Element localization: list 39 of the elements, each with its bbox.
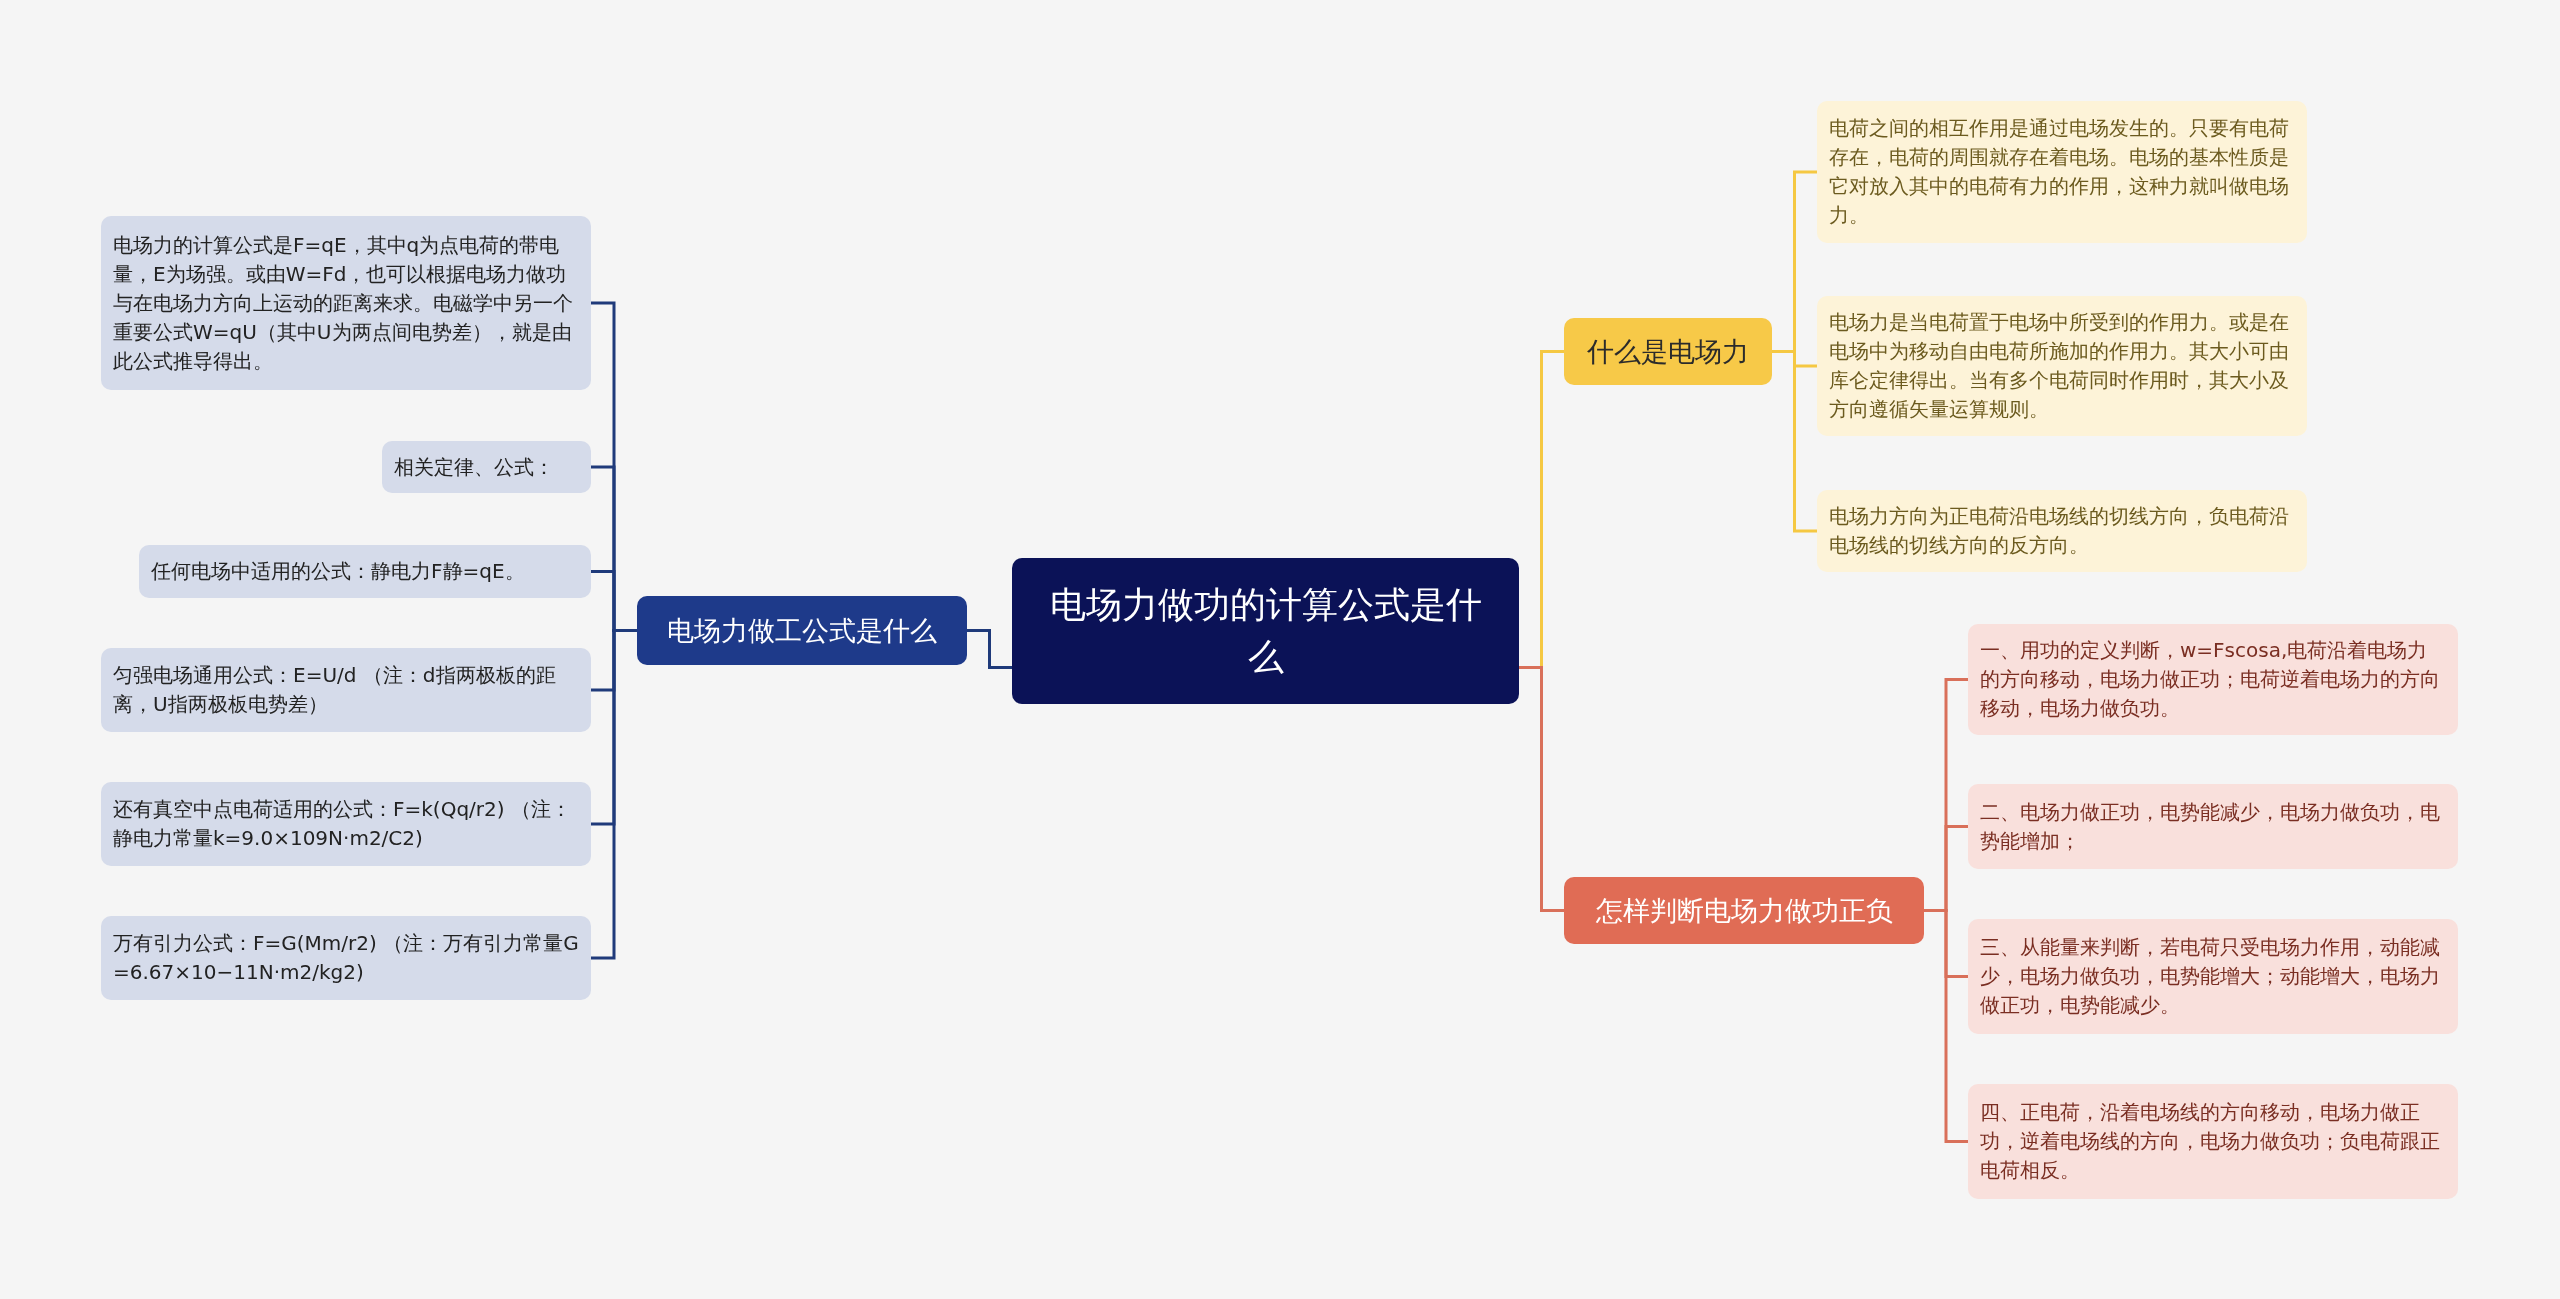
connector-line [967,629,1012,669]
subtopic-card [1817,101,2307,243]
connector-line [1924,909,1968,1143]
subtopic-text: 任何电场中适用的公式：静电力F静=qE。 [151,558,525,585]
connector-line [591,629,637,960]
subtopic-card [139,545,591,598]
subtopic-text: 还有真空中点电荷适用的公式：F=k(Qq/r2) （注：静电力常量k=9.0×109N·m2/C2) [113,796,572,852]
topic-text: 电场力做功的计算公式是什么 [1048,582,1483,679]
topic-text: 电场力做工公式是什么 [667,613,937,648]
subtopic-card [101,782,591,866]
subtopic-text: 三、从能量来判断，若电荷只受电场力作用，动能减少，电场力做负功，电势能增大；动能增大，电场力做正功，电势能减少。 [1980,934,2441,1019]
branch-topic [1564,318,1772,385]
subtopic-text: 万有引力公式：F=G(Mm/r2) （注：万有引力常量G=6.67×10−11N·m2/kg2) [113,930,579,986]
subtopic-card [382,441,591,493]
subtopic-text: 四、正电荷，沿着电场线的方向移动，电场力做正功，逆着电场线的方向，电场力做负功；负电荷跟正电荷相反。 [1980,1099,2441,1184]
subtopic-text: 一、用功的定义判断，w=Fscosa,电荷沿着电场力的方向移动，电场力做正功；电荷逆着电场力的方向移动，电场力做负功。 [1980,637,2441,722]
subtopic-card [1968,1084,2458,1199]
subtopic-text: 电场力的计算公式是F=qE，其中q为点电荷的带电量，E为场强。或由W=Fd，也可以根据电场力做功与在电场力方向上运动的距离来求。电磁学中另一个重要公式W=qU（其中U为两点间电势差），就是由此公式推导得出。 [113,231,574,375]
subtopic-text: 电场力方向为正电荷沿电场线的切线方向，负电荷沿电场线的切线方向的反方向。 [1829,503,2290,559]
subtopic-text: 电荷之间的相互作用是通过电场发生的。只要有电荷存在，电荷的周围就存在着电场。电场的基本性质是它对放入其中的电荷有力的作用，这种力就叫做电场力。 [1829,115,2290,229]
subtopic-card [1817,296,2307,436]
central-topic [1012,558,1519,704]
subtopic-card [1968,624,2458,735]
connector-line [1772,350,1817,533]
subtopic-text: 相关定律、公式： [394,453,554,481]
topic-text: 什么是电场力 [1587,334,1749,369]
subtopic-card [101,216,591,390]
subtopic-card [1968,919,2458,1034]
subtopic-card [1817,490,2307,572]
subtopic-card [101,648,591,732]
subtopic-text: 二、电场力做正功，电势能减少，电场力做负功，电势能增加； [1980,798,2441,855]
topic-text: 怎样判断电场力做功正负 [1595,893,1893,928]
branch-topic [1564,877,1924,944]
branch-topic [637,596,967,665]
subtopic-text: 匀强电场通用公式：E=U/d （注：d指两极板的距离，U指两极板电势差） [113,662,557,718]
subtopic-card [101,916,591,1000]
connector-line [1519,666,1564,912]
subtopic-text: 电场力是当电荷置于电场中所受到的作用力。或是在电场中为移动自由电荷所施加的作用力。其大小可由库仑定律得出。当有多个电荷同时作用时，其大小及方向遵循矢量运算规则。 [1829,309,2290,423]
subtopic-card [1968,784,2458,869]
